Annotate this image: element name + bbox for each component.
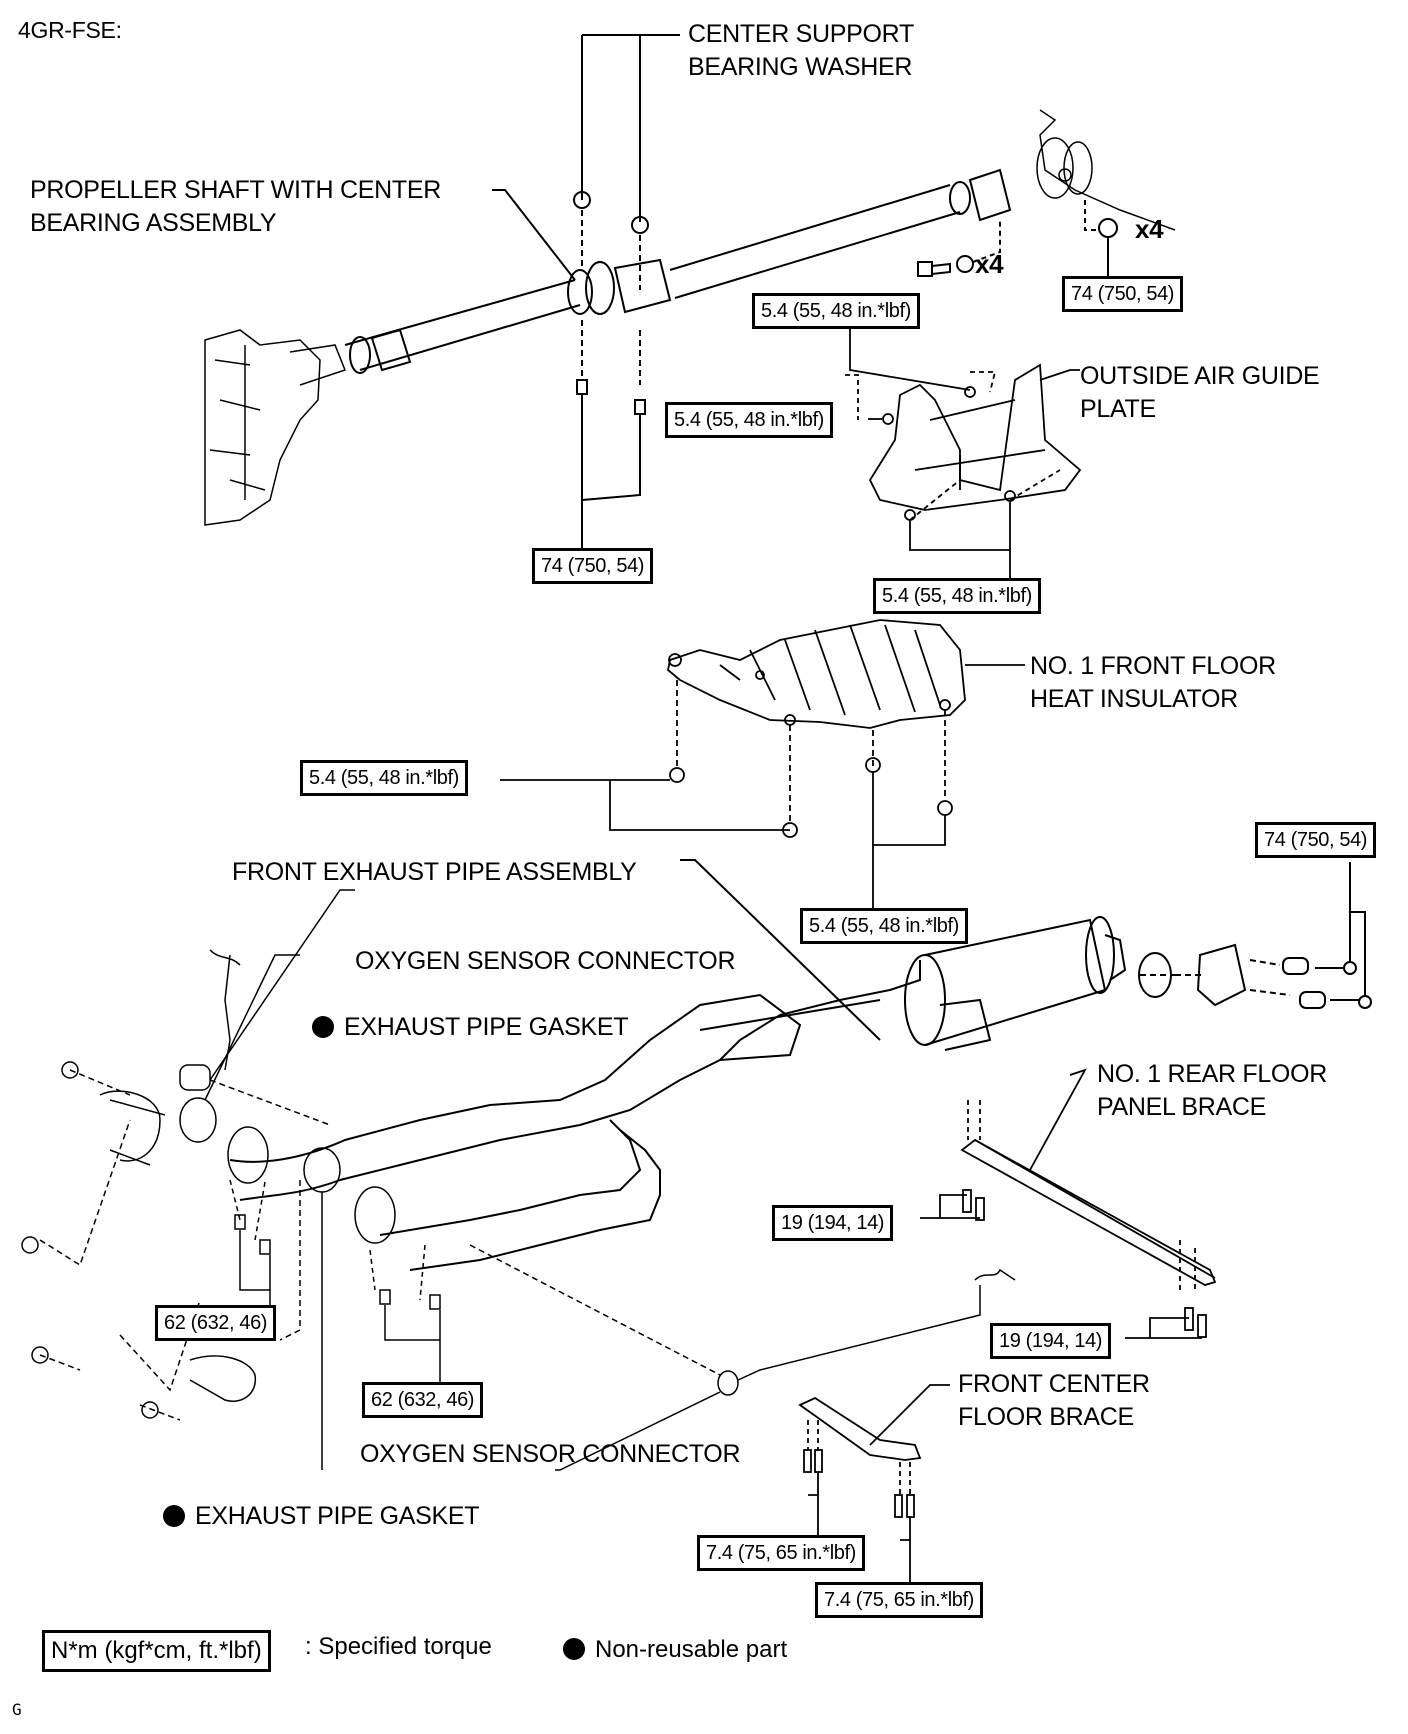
front-floor-heat-insulator: [500, 619, 1025, 915]
propeller-shaft-leader: [492, 189, 576, 281]
non-reusable-icon: [312, 1016, 334, 1038]
torque-center-bearing-bolts: 74 (750, 54): [532, 548, 654, 584]
flange-nut: [1084, 200, 1118, 276]
engine-label: 4GR-FSE:: [18, 17, 122, 43]
torque-front-pipe-right: 62 (632, 46): [362, 1382, 484, 1418]
rear-flange-joint: [1138, 862, 1372, 1009]
torque-front-pipe-left: 62 (632, 46): [155, 1305, 277, 1341]
label-outside-air-guide-plate: OUTSIDE AIR GUIDE PLATE: [1080, 360, 1320, 426]
label-front-floor-heat-insulator: NO. 1 FRONT FLOOR HEAT INSULATOR: [1030, 650, 1276, 716]
torque-insulator-left: 5.4 (55, 48 in.*lbf): [300, 760, 468, 796]
torque-center-brace-right: 7.4 (75, 65 in.*lbf): [815, 1582, 983, 1618]
torque-air-guide-top: 5.4 (55, 48 in.*lbf): [752, 293, 920, 329]
label-oxygen-sensor-connector-lower: OXYGEN SENSOR CONNECTOR: [360, 1440, 741, 1468]
label-line-2: BEARING ASSEMBLY: [30, 209, 277, 237]
label-line-2: HEAT INSULATOR: [1030, 685, 1238, 713]
torque-center-brace-left: 7.4 (75, 65 in.*lbf): [697, 1535, 865, 1571]
label-line-1: CENTER SUPPORT: [688, 20, 914, 48]
label-propeller-shaft: PROPELLER SHAFT WITH CENTER BEARING ASSE…: [30, 174, 441, 240]
label-text: EXHAUST PIPE GASKET: [344, 1013, 629, 1041]
label-line-2: PANEL BRACE: [1097, 1093, 1266, 1121]
non-reusable-icon: [163, 1505, 185, 1527]
center-bearing-bolts: [576, 320, 646, 550]
front-exhaust-pipe-leader: [680, 859, 881, 1041]
exhaust-manifold-outlets: [21, 889, 721, 1470]
label-line-2: BEARING WASHER: [688, 53, 913, 81]
label-exhaust-pipe-gasket-upper: EXHAUST PIPE GASKET: [312, 1011, 629, 1044]
torque-air-guide-bottom: 5.4 (55, 48 in.*lbf): [873, 578, 1041, 614]
non-reusable-icon: [563, 1638, 585, 1660]
qty-flange-nuts: x4: [1135, 214, 1164, 244]
torque-rear-brace-right: 19 (194, 14): [990, 1323, 1112, 1359]
label-line-1: PROPELLER SHAFT WITH CENTER: [30, 176, 441, 204]
label-line-1: NO. 1 REAR FLOOR: [1097, 1060, 1327, 1088]
rear-oxygen-sensor-wire: [555, 1268, 1016, 1471]
legend-non-reusable-text: Non-reusable part: [595, 1636, 788, 1663]
torque-flange-nuts: 74 (750, 54): [1062, 276, 1184, 312]
label-line-2: PLATE: [1080, 395, 1156, 423]
label-center-support-bearing-washer: CENTER SUPPORT BEARING WASHER: [688, 18, 914, 84]
label-oxygen-sensor-connector-upper: OXYGEN SENSOR CONNECTOR: [355, 947, 736, 975]
label-front-center-floor-brace: FRONT CENTER FLOOR BRACE: [958, 1368, 1150, 1434]
legend-non-reusable: Non-reusable part: [563, 1636, 787, 1664]
torque-insulator-right: 5.4 (55, 48 in.*lbf): [800, 908, 968, 944]
label-text: EXHAUST PIPE GASKET: [195, 1502, 480, 1530]
legend-torque-unit: N*m (kgf*cm, ft.*lbf): [42, 1630, 271, 1672]
differential-flange: [1036, 109, 1176, 231]
footer-code: G: [12, 1700, 22, 1719]
rear-floor-panel-brace: [920, 1068, 1217, 1339]
transmission-housing: [204, 329, 346, 526]
torque-air-guide-left: 5.4 (55, 48 in.*lbf): [665, 402, 833, 438]
center-support-washers: [573, 34, 680, 290]
qty-flange-bolts: x4: [975, 249, 1004, 279]
legend-torque-desc: : Specified torque: [305, 1633, 492, 1660]
label-line-2: FLOOR BRACE: [958, 1403, 1134, 1431]
front-center-floor-brace: [798, 1384, 950, 1585]
label-exhaust-pipe-gasket-lower: EXHAUST PIPE GASKET: [163, 1500, 480, 1533]
label-front-exhaust-pipe-assembly: FRONT EXHAUST PIPE ASSEMBLY: [232, 858, 637, 886]
torque-rear-flange-bolts: 74 (750, 54): [1255, 822, 1377, 858]
label-line-1: OUTSIDE AIR GUIDE: [1080, 362, 1320, 390]
propeller-shaft: [344, 168, 1012, 374]
label-rear-floor-panel-brace: NO. 1 REAR FLOOR PANEL BRACE: [1097, 1058, 1327, 1124]
outside-air-guide-plate: [845, 320, 1082, 580]
flange-bolt-and-washer: [917, 220, 1001, 277]
label-line-1: NO. 1 FRONT FLOOR: [1030, 652, 1276, 680]
torque-rear-brace-left: 19 (194, 14): [772, 1205, 894, 1241]
label-line-1: FRONT CENTER: [958, 1370, 1150, 1398]
